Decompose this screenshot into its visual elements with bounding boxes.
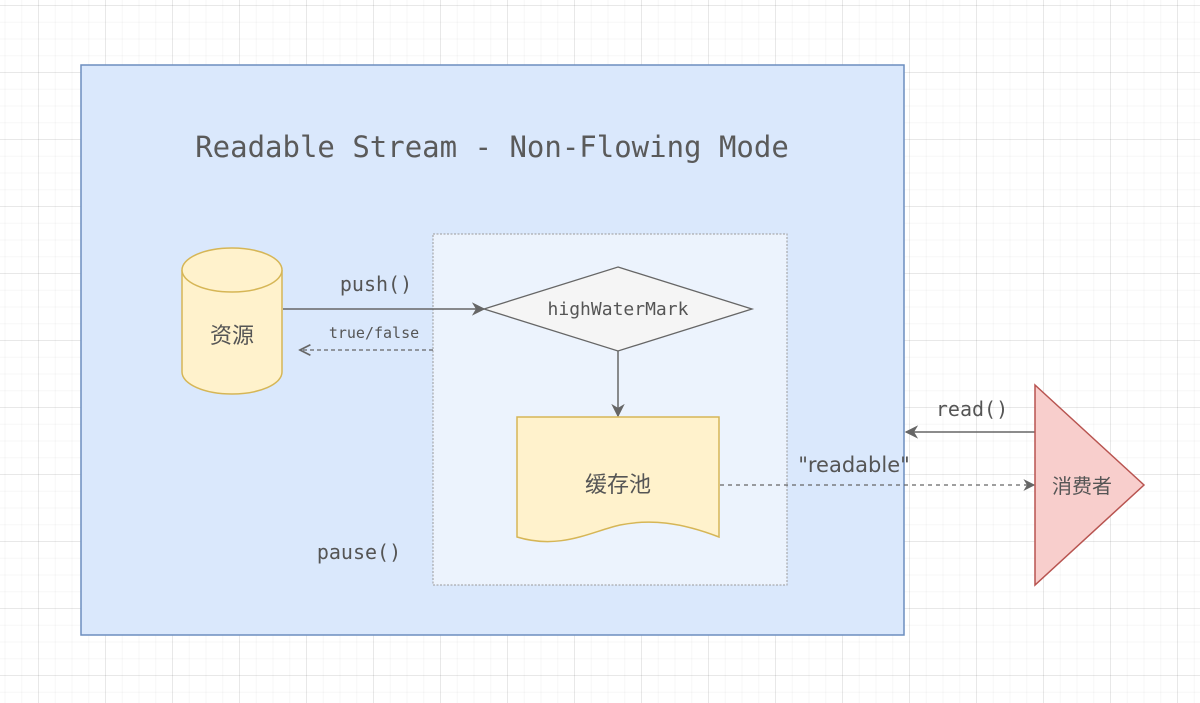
read-label: read() bbox=[936, 397, 1008, 421]
high-water-mark-label: highWaterMark bbox=[548, 299, 689, 320]
source-node[interactable]: 资源 bbox=[181, 247, 283, 395]
push-label: push() bbox=[340, 272, 412, 296]
buffer-node[interactable]: 缓存池 bbox=[516, 416, 720, 543]
high-water-mark-node[interactable]: highWaterMark bbox=[481, 266, 755, 352]
source-label: 资源 bbox=[210, 324, 254, 349]
buffer-label: 缓存池 bbox=[585, 473, 651, 498]
consumer-label: 消费者 bbox=[1052, 474, 1112, 498]
return-label: true/false bbox=[329, 324, 419, 342]
consumer-node[interactable]: 消费者 bbox=[1034, 383, 1146, 587]
diagram-title: Readable Stream - Non-Flowing Mode bbox=[195, 130, 789, 164]
readable-event-label: "readable" bbox=[798, 453, 910, 477]
pause-label: pause() bbox=[317, 540, 401, 564]
